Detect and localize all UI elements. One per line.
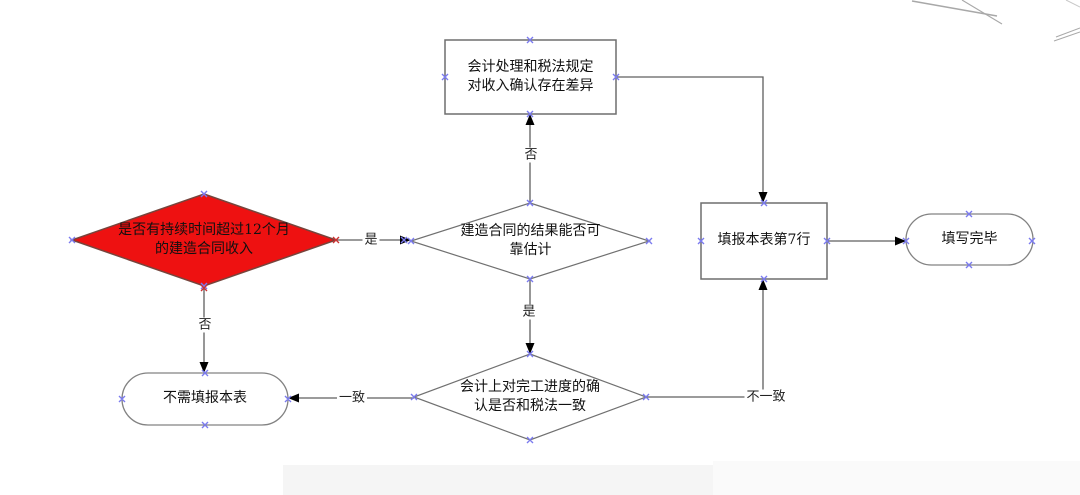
handle-x-blue [68, 36, 1036, 444]
edge-label-no2: 否 [196, 317, 214, 333]
edge-label-inconsistent: 不一致 [744, 389, 788, 405]
edge-label-yes1: 是 [362, 232, 380, 248]
node-notneeded-terminator-stadium[interactable] [121, 372, 289, 426]
node-complete-terminator-stadium[interactable] [905, 213, 1034, 266]
selection-handles [68, 36, 1036, 444]
handle-x-red [200, 236, 340, 292]
edge-row7-to-complete[interactable] [827, 236, 906, 246]
edge-label-consistent: 一致 [336, 390, 368, 406]
background-decor-lines [911, 0, 1080, 42]
node-start-decision-diamond[interactable] [69, 193, 339, 287]
edge-reliable-to-difference[interactable] [525, 114, 535, 203]
edge-consistent-to-row7[interactable] [646, 279, 768, 398]
edge-difference-to-row7[interactable] [616, 76, 768, 203]
node-difference-process-rect[interactable] [444, 39, 617, 115]
node-reliable-decision-diamond[interactable] [409, 202, 651, 280]
node-consistent-decision-diamond[interactable] [412, 353, 648, 441]
background-band [283, 461, 1080, 495]
node-row7-process-rect[interactable] [700, 202, 828, 280]
nodes [69, 39, 1034, 441]
edge-label-no1: 否 [522, 147, 540, 163]
edge-label-yes2: 是 [520, 304, 538, 320]
